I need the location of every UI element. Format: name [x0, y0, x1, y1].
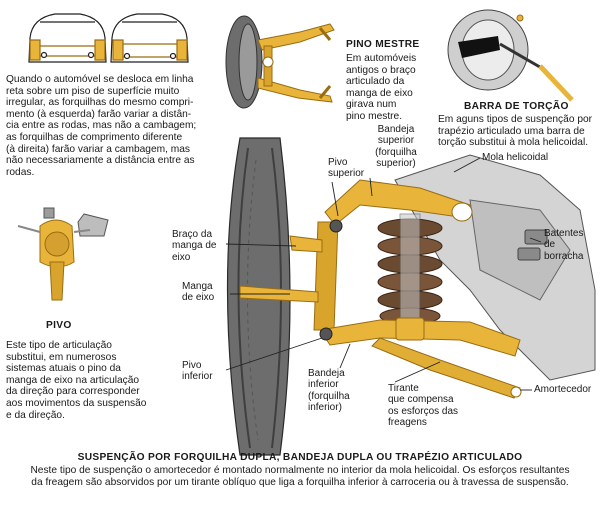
leader-lines — [225, 157, 542, 391]
label-braco-manga-de-eixo: Braço da manga de eixo — [172, 229, 217, 263]
label-bandeja-inferior: Bandeja inferior (forquilha inferior) — [308, 368, 350, 414]
label-tirante: Tirante que compensa os esforços das fre… — [388, 383, 459, 429]
label-batentes-de-borracha: Batentes de borracha — [544, 228, 584, 262]
pivo-illustration — [17, 207, 109, 301]
label-pivo-superior: Pivo superior — [328, 157, 365, 180]
pivo-title: PIVO — [46, 320, 72, 331]
barra-de-torcao-title: BARRA DE TORÇÃO — [464, 101, 569, 112]
pino-mestre-illustration — [225, 15, 335, 109]
label-mola-helicoidal: Mola helicoidal — [482, 152, 549, 163]
label-pivo-inferior: Pivo inferior — [182, 360, 213, 383]
pino-mestre-text: Em automóveis antigos o braço articulado… — [346, 53, 417, 122]
caption-text: Neste tipo de suspenção o amortecedor é … — [30, 465, 570, 488]
label-amortecedor: Amortecedor — [534, 384, 592, 395]
car-front-equal-arms-illustration — [28, 13, 107, 63]
barra-de-torcao-text: Em aguns tipos de suspenção por trapézio… — [438, 114, 593, 149]
intro-text: Quando o automóvel se desloca em linha r… — [6, 74, 197, 178]
car-front-unequal-arms-illustration — [110, 13, 189, 63]
pivo-text: Este tipo de articulação substitui, em n… — [6, 340, 147, 421]
label-bandeja-superior: Bandeja superior (forquilha superior) — [375, 124, 417, 170]
label-manga-de-eixo: Manga de eixo — [182, 281, 215, 304]
barra-de-torcao-illustration — [447, 9, 574, 102]
pino-mestre-title: PINO MESTRE — [346, 39, 420, 50]
main-suspension-illustration — [226, 137, 596, 456]
caption-title: SUSPENÇÃO POR FORQUILHA DUPLA, BANDEJA D… — [77, 452, 523, 463]
